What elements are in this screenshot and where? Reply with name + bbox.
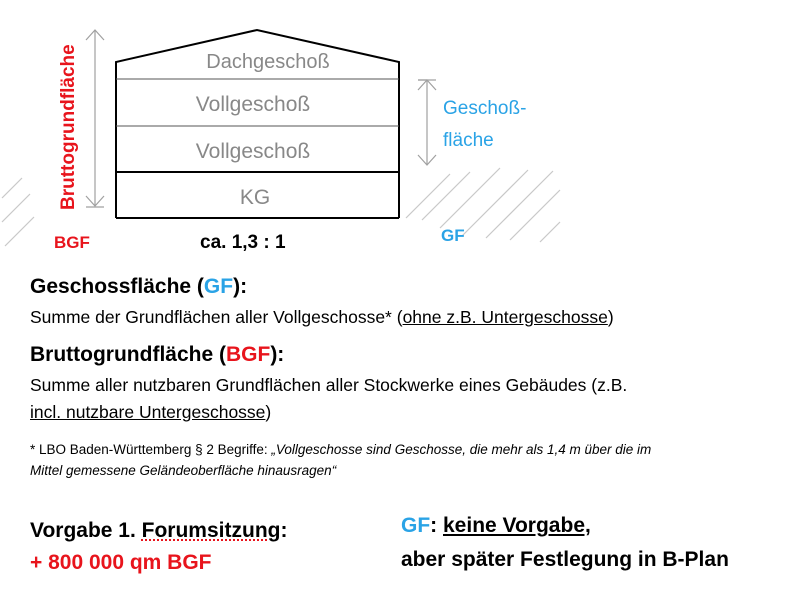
gf-definition: Summe der Grundflächen aller Vollgeschos… [30,307,614,328]
bgf-heading-close: ): [270,343,285,366]
gf-definition-text: Summe der Grundflächen aller Vollgeschos… [30,307,403,327]
floor-label-basement: KG [240,186,270,209]
gf-requirement-none: keine Vorgabe, [443,514,591,537]
footnote-line2: Mittel gemessene Geländeoberfläche hinau… [30,463,336,478]
gf-requirement: GF: keine Vorgabe, [401,514,591,538]
floor-label-full-2: Vollgeschoß [196,140,310,163]
floor-label-full-1: Vollgeschoß [196,93,310,116]
gf-heading-text: Geschossfläche ( [30,275,204,298]
bgf-tag: BGF [54,233,90,252]
building-diagram: Dachgeschoß Vollgeschoß Vollgeschoß KG B… [1,28,561,253]
bgf-definition-underline: incl. nutzbare Untergeschosse [30,402,266,422]
bgf-definition-close: ) [265,402,272,422]
gf-requirement-abbr: GF [401,514,431,537]
gf-requirement-sep: : [430,514,443,537]
bgf-vertical-label: Bruttogrundfläche [58,44,79,210]
bgf-heading-abbr: BGF [225,343,271,366]
bgf-definition-line1: Summe aller nutzbaren Grundflächen aller… [30,375,628,395]
floor-label-attic: Dachgeschoß [206,51,329,73]
requirement-value: + 800 000 qm BGF [30,551,212,574]
footnote-quote-2: Mittel gemessene Geländeoberfläche hinau… [30,463,337,478]
requirement-colon: : [280,519,288,542]
requirement-meeting: Forumsitzung [141,519,281,542]
ground-hatching [1,167,561,247]
gf-heading: Geschossfläche (GF): [30,275,247,299]
gf-requirement-later: aber später Festlegung in B-Plan [401,548,729,571]
footnote-prefix: * LBO Baden-Württemberg § 2 Begriffe: [30,442,272,457]
bgf-height-arrow [85,29,105,208]
requirement-prefix: Vorgabe 1. [30,519,142,542]
building-outline [115,28,400,219]
gf-heading-close: ): [233,275,248,298]
bgf-definition-line2: incl. nutzbare Untergeschosse) [30,402,271,423]
gf-definition-close: ) [607,307,614,327]
bgf-heading: Bruttogrundfläche (BGF): [30,343,284,367]
gf-label-line1: Geschoß- [443,98,526,119]
gf-heading-abbr: GF [203,275,234,298]
gf-label-line2: fläche [443,130,494,151]
footnote-line1: * LBO Baden-Württemberg § 2 Begriffe: „V… [30,442,651,457]
bgf-heading-text: Bruttogrundfläche ( [30,343,226,366]
gf-definition-underline: ohne z.B. Untergeschosse [402,307,608,327]
requirement-heading: Vorgabe 1. Forumsitzung: [30,519,287,543]
gf-tag: GF [441,226,465,245]
gf-height-arrow [417,79,437,166]
footnote-quote-1: „Vollgeschosse sind Geschosse, die mehr … [271,442,652,457]
ratio-label: ca. 1,3 : 1 [200,232,286,253]
